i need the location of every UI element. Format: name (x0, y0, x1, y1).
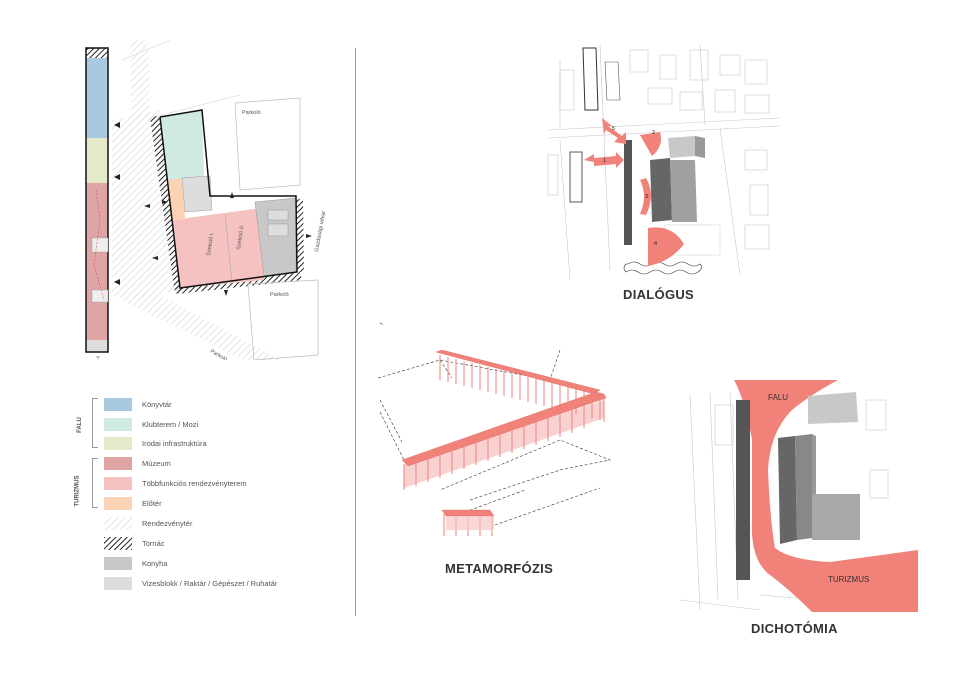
legend-swatch-eloter (104, 496, 132, 510)
legend-item: Múzeum (104, 456, 171, 470)
dialogus-marker: 3 (645, 194, 648, 200)
legend-label: Könyvtár (142, 399, 172, 409)
label-gazdasagi-udvar: Gazdasági udvar (314, 210, 327, 252)
legend-label: Rendezvénytér (142, 518, 193, 528)
legend-swatch-konyvtar (104, 397, 132, 411)
metamorfozis-title: METAMORFÓZIS (445, 561, 554, 576)
legend-item: Rendezvénytér (104, 516, 192, 530)
room-multipurpose (172, 208, 264, 288)
legend-swatch-vizesblokk (104, 576, 132, 590)
dialogus-marker: 5 (612, 126, 615, 132)
parkolo-bottom (247, 279, 319, 360)
dialogus-marker: 2 (652, 130, 655, 136)
colonnade-roof (401, 349, 607, 517)
building-arrows (144, 192, 312, 296)
legend-swatch-klubterem (104, 417, 132, 431)
legend-label: Tornác (142, 538, 165, 548)
site-plan: Szekció I. Szekció II. Parkoló Parkoló G… (85, 40, 327, 360)
legend-label: Többfunkciós rendezvényterem (142, 478, 247, 488)
dichotomia-diagram: FALU TURIZMUS (679, 380, 918, 612)
dialogus-marker: 1 (603, 158, 606, 164)
legend-label: Konyha (142, 558, 168, 568)
legend-group-turizmus: TURIZMUS (74, 475, 81, 507)
dialogus-diagram: 1 2 3 4 5 (547, 45, 780, 280)
legend-swatch-rendezvenyter (104, 516, 132, 530)
legend-label: Vizesblokk / Raktár / Gépészet / Ruhatár (142, 578, 278, 588)
dialogus-bar (624, 140, 632, 245)
label-szekcio-1: Szekció I. (206, 231, 215, 256)
strip-hatch-top (86, 48, 108, 58)
legend-item: Irodai infrastruktúra (104, 436, 207, 450)
building-outline (159, 109, 298, 289)
room-service-a (181, 175, 213, 213)
strip-arrows (114, 122, 120, 285)
legend-swatch-muzeum (104, 456, 132, 470)
dichotomia-label-falu: FALU (768, 393, 788, 402)
legend-label: Klubterem / Mozi (142, 419, 199, 429)
legend-item: Könyvtár (104, 397, 172, 411)
access-road-diagonal (120, 290, 281, 360)
strip-konyvtar (86, 58, 108, 138)
legend-label: Előtér (142, 498, 162, 508)
legend-group-falu: FALU (76, 417, 83, 433)
colonnade-pink-fill (404, 400, 604, 488)
access-road-top (130, 40, 150, 120)
dialogus-title: DIALÓGUS (623, 287, 695, 302)
legend-label: Múzeum (142, 458, 171, 468)
metamorfozis-diagram (377, 322, 612, 536)
legend-item: Tornác (104, 536, 165, 550)
strip-irodai (86, 138, 108, 183)
parkolo-top (234, 97, 301, 191)
room-eloter (168, 178, 185, 220)
strip-vizes (86, 340, 108, 352)
hatch-bottom-porch (175, 272, 302, 294)
falu-turizmus-band (734, 380, 918, 612)
label-parkolo-bottom: Parkoló (270, 292, 289, 298)
dichotomia-label-turizmus: TURIZMUS (828, 575, 869, 584)
legend-swatch-konyha (104, 556, 132, 570)
dichotomia-bar (736, 400, 750, 580)
strip-muzeum (86, 183, 108, 340)
legend-label: Irodai infrastruktúra (142, 438, 207, 448)
legend-item: Vizesblokk / Raktár / Gépészet / Ruhatár (104, 576, 277, 590)
dialogus-marker: 4 (654, 241, 657, 247)
dichotomia-title: DICHOTÓMIA (751, 621, 838, 636)
room-klubterem (160, 110, 204, 180)
hatch-right (296, 198, 304, 272)
label-szekcio-2: Szekció II. (236, 224, 246, 250)
legend-item: Klubterem / Mozi (104, 417, 198, 431)
strip-outline (85, 47, 109, 353)
legend-swatch-tornac (104, 536, 132, 550)
legend-item: Többfunkciós rendezvényterem (104, 476, 247, 490)
label-parkolo-top: Parkoló (242, 110, 261, 116)
legend-swatch-irodai (104, 436, 132, 450)
legend-item: Előtér (104, 496, 162, 510)
vertical-divider (355, 48, 356, 616)
legend-item: Konyha (104, 556, 167, 570)
legend-swatch-tobbfunkcios (104, 476, 132, 490)
